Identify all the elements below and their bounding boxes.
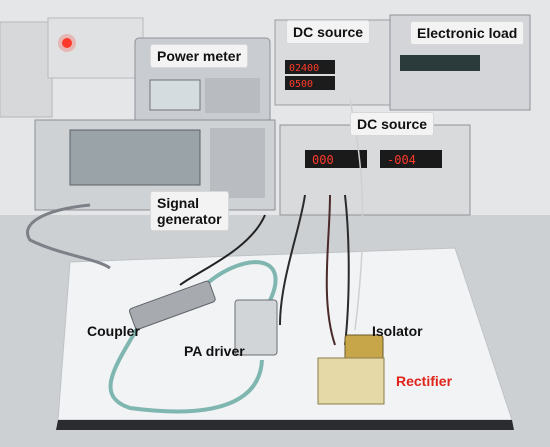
board-edge — [56, 420, 514, 430]
dc-source-mid-display-left — [305, 150, 367, 168]
dc-source-mid-display-right — [380, 150, 442, 168]
label-electronic-load: Electronic load — [410, 21, 525, 46]
label-dc-source-top: DC source — [286, 20, 371, 45]
dc-lead-black-2 — [344, 194, 350, 346]
signal-generator-controls — [210, 128, 265, 198]
dc-source-top-readout-2: 0500 — [289, 79, 313, 90]
label-pa-driver: PA driver — [184, 343, 245, 359]
dc-source-top-display-2 — [285, 76, 335, 90]
dc-lead-dark-red — [325, 194, 336, 346]
sg-output-cable — [179, 214, 266, 286]
rf-cable-grey — [26, 203, 111, 270]
dc-lead-black-1 — [279, 194, 306, 326]
dc-source-top-readout-1: 02400 — [289, 63, 319, 74]
label-signal-generator: Signal generator — [150, 191, 229, 232]
dc-source-mid-readout-left: 000 — [312, 153, 334, 167]
background-instrument — [47, 17, 144, 79]
coupler-device — [128, 280, 216, 330]
rectifier-board — [317, 357, 385, 405]
dc-source-mid-body — [279, 124, 471, 216]
label-coupler: Coupler — [87, 323, 140, 339]
teal-cable-lower — [108, 314, 264, 414]
teal-cable-upper — [198, 260, 278, 312]
pa-driver-device — [234, 299, 278, 356]
power-meter-keypad — [205, 78, 260, 113]
left-cabinet — [0, 21, 53, 118]
label-isolator: Isolator — [372, 323, 423, 339]
label-power-meter: Power meter — [150, 44, 249, 69]
power-meter-screen — [149, 79, 201, 111]
red-led-indicator — [62, 38, 72, 48]
label-rectifier: Rectifier — [396, 373, 453, 389]
dc-source-top-display-1 — [285, 60, 335, 74]
label-dc-source-mid: DC source — [350, 112, 435, 137]
signal-generator-screen — [69, 129, 201, 186]
red-led-glow — [58, 34, 76, 52]
dc-source-mid-readout-right: -004 — [387, 153, 416, 167]
electronic-load-display — [400, 55, 480, 71]
